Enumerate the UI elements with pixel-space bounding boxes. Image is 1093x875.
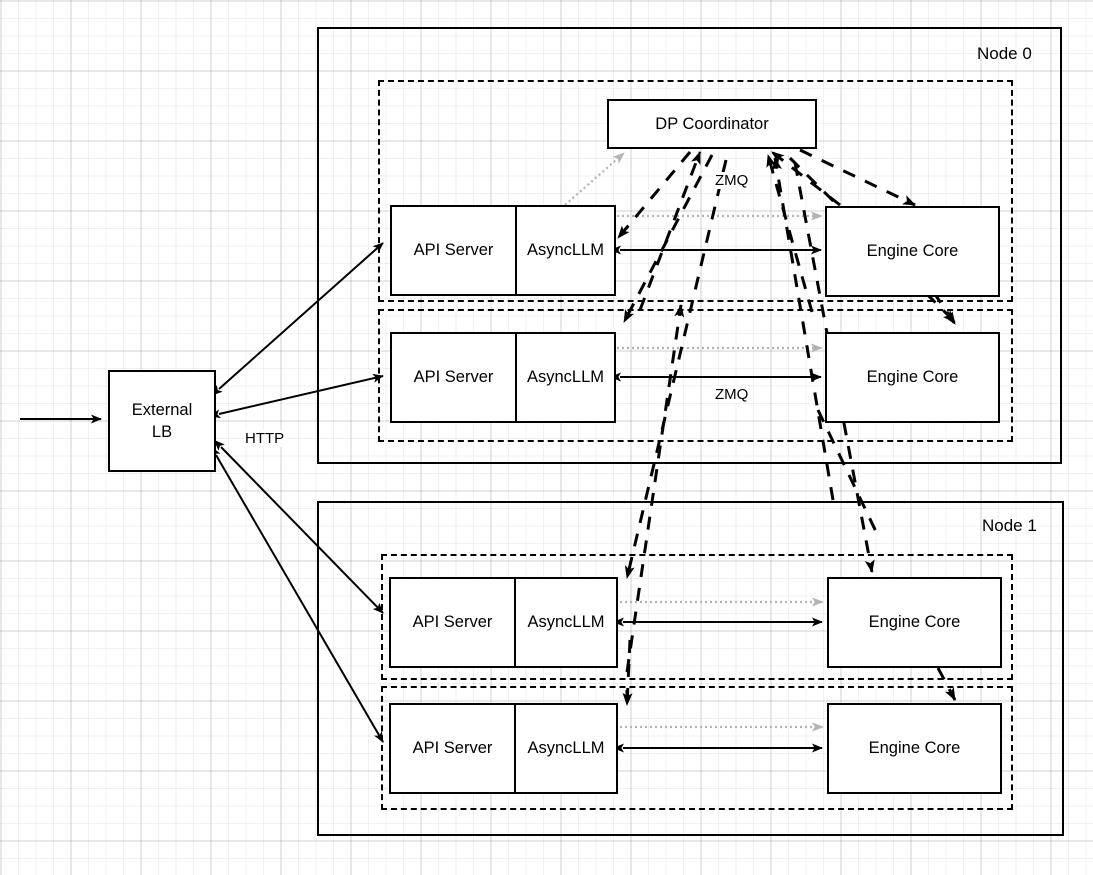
node-0-zmq-label-0: ZMQ bbox=[713, 172, 751, 189]
node-0-group-1-api-server-label: API Server bbox=[392, 334, 517, 421]
node-1-group-0-engine-core-box[interactable]: Engine Core bbox=[827, 577, 1002, 668]
node-0-group-1-asyncllm-label: AsyncLLM bbox=[526, 368, 605, 386]
node-0-group-0-api-server-box[interactable]: API Server AsyncLLM bbox=[390, 205, 616, 296]
node-0-group-1-api-server-box[interactable]: API Server AsyncLLM bbox=[390, 332, 616, 423]
node-0-group-0-engine-core-label: Engine Core bbox=[866, 242, 959, 260]
edge-lb-node0-api0 bbox=[211, 242, 384, 396]
edge-coordinator-to-n1g0-enginecore bbox=[793, 162, 875, 573]
node-1-group-1-engine-core-label: Engine Core bbox=[868, 739, 961, 757]
node-1-group-0-engine-core-label: Engine Core bbox=[868, 613, 961, 631]
edge-n0g1-enginecore-to-coordinator bbox=[766, 154, 814, 313]
node-0-group-0-engine-core-box[interactable]: Engine Core bbox=[825, 206, 1000, 297]
node-0-title: Node 0 bbox=[977, 44, 1032, 63]
node-0-group-0-container bbox=[378, 80, 1013, 302]
node-1-group-0-api-server-box[interactable]: API Server AsyncLLM bbox=[389, 577, 618, 668]
node-0-group-1-container bbox=[378, 309, 1013, 442]
node-0-group-0-asyncllm-label: AsyncLLM bbox=[526, 241, 605, 259]
node-0-group-0-api-server-label: API Server bbox=[392, 207, 517, 294]
edge-n1g0-to-n1g1-enginecore bbox=[936, 667, 957, 701]
external-lb-label-line1: External bbox=[131, 400, 193, 419]
edge-coordinator-to-n0g0-enginecore bbox=[799, 148, 916, 207]
edge-lb-node1-api1 bbox=[210, 446, 384, 743]
dp-coordinator-label: DP Coordinator bbox=[655, 114, 769, 133]
node-1-group-1-asyncllm-label: AsyncLLM bbox=[527, 739, 605, 757]
node-1-group-0-api-server-label: API Server bbox=[391, 579, 516, 666]
edge-n1g0-enginecore-to-coordinator bbox=[772, 157, 835, 501]
node-0-container bbox=[317, 27, 1062, 464]
node-1-title: Node 1 bbox=[982, 516, 1037, 535]
edge-coordinator-to-n0g0-asyncllm bbox=[616, 151, 692, 239]
edge-n0g1-enginecore-down bbox=[816, 409, 882, 541]
external-lb-label-line2: LB bbox=[151, 423, 173, 441]
node-1-group-1-api-server-label: API Server bbox=[391, 705, 516, 792]
edge-n0g1-asyncllm-to-coordinator bbox=[638, 151, 702, 311]
http-edge-label: HTTP bbox=[243, 430, 287, 447]
edge-lb-node0-api1 bbox=[209, 373, 384, 419]
edge-coordinator-to-n0g1-asyncllm bbox=[622, 154, 714, 323]
edge-n0g0-asyncllm-to-coordinator bbox=[564, 152, 625, 206]
node-1-container bbox=[317, 501, 1064, 836]
node-0-group-1-engine-core-label: Engine Core bbox=[866, 368, 959, 386]
node-0-zmq-label-1: ZMQ bbox=[713, 386, 751, 403]
node-1-group-0-asyncllm-label: AsyncLLM bbox=[527, 613, 605, 631]
node-1-group-1-api-server-box[interactable]: API Server AsyncLLM bbox=[389, 703, 618, 794]
node-0-group-1-engine-core-box[interactable]: Engine Core bbox=[825, 332, 1000, 423]
node-1-group-1-container bbox=[381, 686, 1013, 810]
node-1-group-0-container bbox=[381, 554, 1013, 680]
node-1-group-1-engine-core-box[interactable]: Engine Core bbox=[827, 703, 1002, 794]
edge-coordinator-to-n1g1-asyncllm bbox=[622, 639, 633, 706]
external-lb-box[interactable]: External LB bbox=[108, 370, 216, 472]
dp-coordinator-box[interactable]: DP Coordinator bbox=[607, 99, 817, 149]
